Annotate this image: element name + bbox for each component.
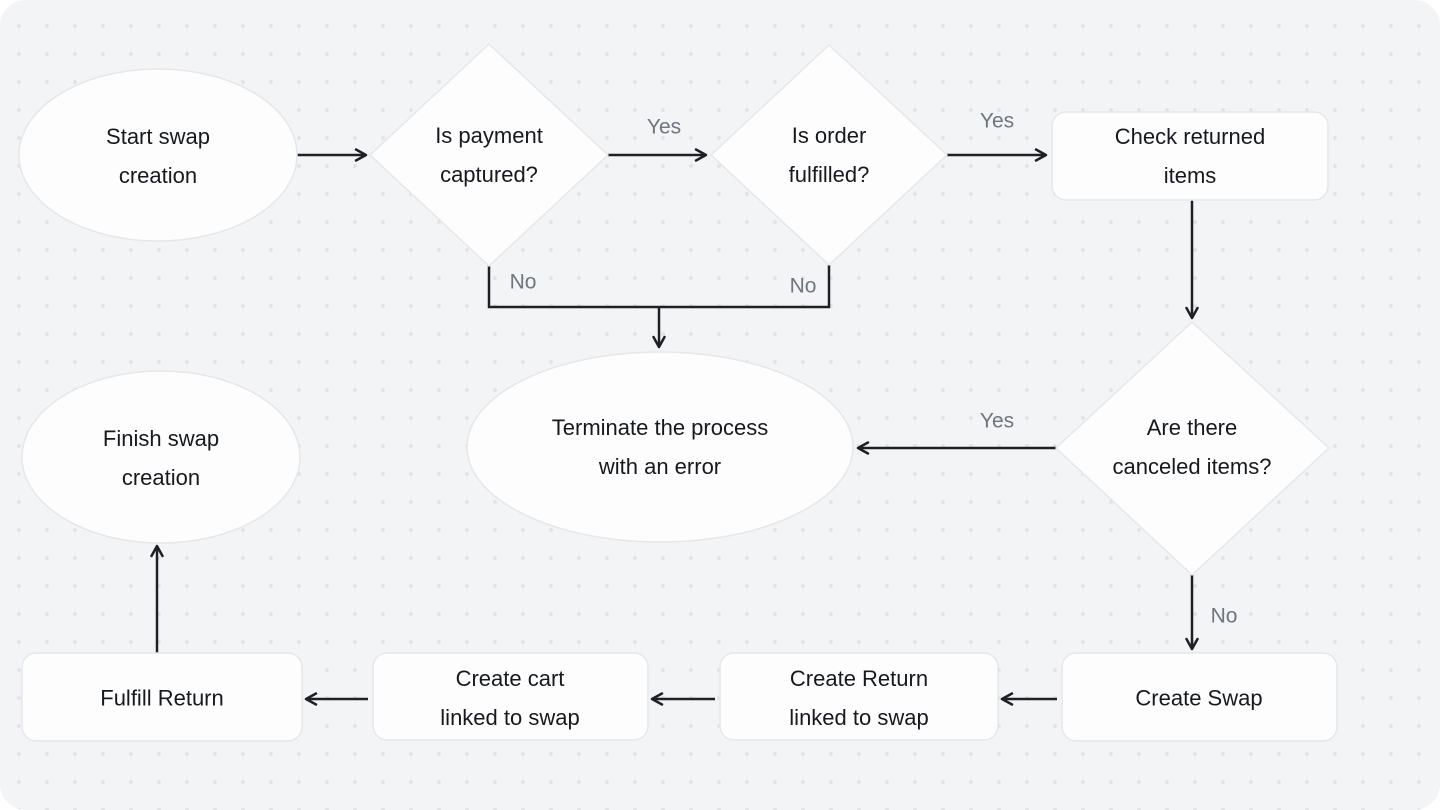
edge-label-payment-yes: Yes bbox=[646, 115, 682, 139]
node-label-create-cart: Create cart linked to swap bbox=[440, 666, 580, 730]
edge-label-canceled-no: No bbox=[1210, 604, 1238, 628]
edge-label-payment-no: No bbox=[509, 270, 537, 294]
edge-label-order-no: No bbox=[789, 274, 817, 298]
node-label-finish: Finish swap creation bbox=[102, 426, 220, 490]
node-label-terminate: Terminate the process with an error bbox=[551, 415, 769, 479]
node-label-canceled-items: Are there canceled items? bbox=[1112, 415, 1272, 479]
edge-label-order-yes: Yes bbox=[979, 109, 1015, 133]
edge-label-canceled-yes: Yes bbox=[979, 409, 1015, 433]
node-label-order-fulfilled: Is order fulfilled? bbox=[788, 123, 870, 187]
node-label-check-returned: Check returned items bbox=[1114, 124, 1266, 188]
node-label-create-swap: Create Swap bbox=[1135, 685, 1263, 711]
node-label-start: Start swap creation bbox=[106, 124, 210, 188]
node-label-fulfill-return: Fulfill Return bbox=[100, 685, 224, 711]
node-label-create-return: Create Return linked to swap bbox=[789, 666, 929, 730]
node-label-payment-captured: Is payment captured? bbox=[435, 123, 543, 187]
